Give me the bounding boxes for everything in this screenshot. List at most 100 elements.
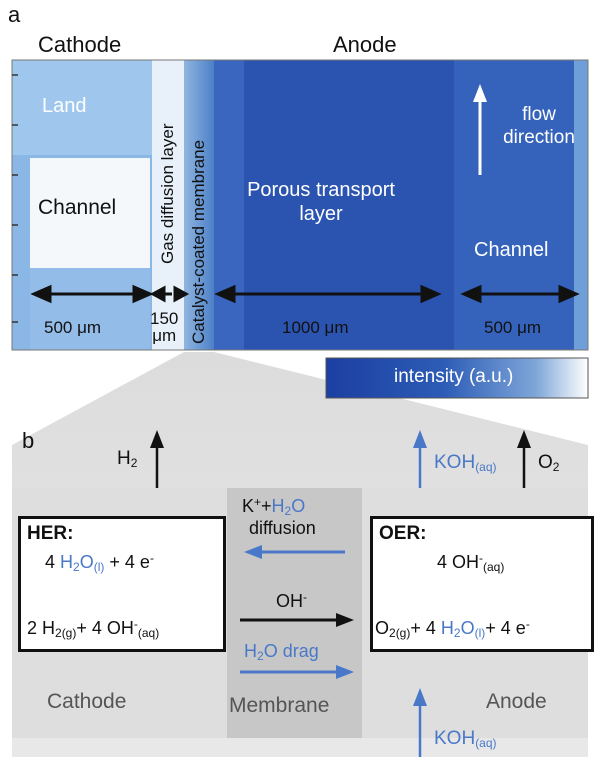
oer-title: OER: bbox=[379, 523, 427, 544]
dim-150-line2: μm bbox=[152, 326, 177, 345]
flow-label-line2: direction bbox=[503, 126, 575, 148]
kplus-sup: + bbox=[254, 495, 262, 509]
oer-l1-sub: (aq) bbox=[483, 560, 505, 574]
her-l2-sub2: (aq) bbox=[137, 626, 160, 640]
her-l1-o: O bbox=[79, 552, 94, 572]
oh-arrow bbox=[240, 613, 354, 627]
kplus-o: O bbox=[291, 496, 306, 516]
oer-l2-a: O bbox=[375, 618, 390, 638]
axis-ticks bbox=[12, 74, 18, 323]
oer-l2-sub1: 2(g) bbox=[389, 626, 411, 640]
membrane-zone bbox=[227, 488, 362, 738]
koh-input-label: KOH(aq) bbox=[434, 728, 497, 750]
cathode-zone-label: Cathode bbox=[47, 690, 127, 713]
her-l1-h: H bbox=[60, 552, 74, 572]
her-l2-sub1: 2(g) bbox=[55, 626, 77, 640]
channel-right-label: Channel bbox=[474, 239, 549, 261]
oer-products: O2(g)+ 4 H2O(l)+ 4 e- bbox=[375, 617, 530, 640]
koh-in-arrow bbox=[413, 688, 427, 757]
cathode-channel bbox=[30, 158, 150, 268]
oh-sup: - bbox=[303, 590, 307, 604]
oer-l2-h: H bbox=[440, 618, 454, 638]
koh-out-sub: (aq) bbox=[475, 460, 497, 474]
land-label: Land bbox=[42, 95, 87, 117]
dim-500-left: 500 μm bbox=[44, 318, 102, 337]
ccm-region bbox=[184, 60, 214, 350]
koh-out-text: KOH bbox=[434, 452, 476, 473]
kplus-plus: + bbox=[261, 496, 272, 516]
ptl-label-line2: layer bbox=[299, 203, 343, 225]
her-reactants: 4 H2O(l) + 4 e- bbox=[45, 551, 154, 574]
ccm-label: Catalyst-coated membrane bbox=[189, 139, 208, 344]
membrane-zone-label: Membrane bbox=[229, 694, 330, 717]
anode-channel bbox=[454, 60, 574, 350]
h2-text: H bbox=[117, 448, 131, 469]
oer-l1-a: 4 OH bbox=[437, 552, 480, 572]
dim-150: 150 μm bbox=[150, 310, 178, 344]
o2-sub: 2 bbox=[552, 460, 560, 474]
drag-sub: 2 bbox=[257, 649, 264, 663]
ptl-label: Porous transport layer bbox=[226, 178, 416, 226]
o2-text: O bbox=[538, 452, 553, 473]
flow-arrow bbox=[473, 84, 487, 175]
oer-l2-water: H2O(l) bbox=[440, 618, 486, 640]
oer-l2-phase: (l) bbox=[474, 626, 486, 640]
drag-arrow bbox=[240, 665, 354, 679]
oer-l2-hsub: 2 bbox=[453, 626, 461, 640]
anode-zone-label: Anode bbox=[486, 690, 547, 713]
koh-output-label: KOH(aq) bbox=[434, 452, 497, 474]
anode-header: Anode bbox=[333, 32, 397, 57]
dim-1000: 1000 μm bbox=[282, 318, 349, 337]
cathode-header: Cathode bbox=[38, 32, 122, 57]
her-title: HER: bbox=[27, 523, 74, 544]
oh-label: OH- bbox=[276, 590, 307, 612]
drag-label: H2O drag bbox=[244, 641, 319, 663]
koh-in-text: KOH bbox=[434, 728, 476, 749]
oer-l2-sup: - bbox=[525, 617, 530, 631]
her-l1-hsub: 2 bbox=[73, 560, 80, 574]
gdl-label: Gas diffusion layer bbox=[158, 123, 177, 264]
kplus-water: H2O bbox=[271, 496, 306, 518]
oh-text: OH bbox=[276, 591, 303, 611]
her-l1-b: + 4 e bbox=[104, 552, 150, 572]
koh-in-sub: (aq) bbox=[475, 736, 497, 750]
h2-sub: 2 bbox=[130, 456, 138, 470]
dim-500-right: 500 μm bbox=[484, 318, 542, 337]
her-l1-water: H2O(l) bbox=[60, 552, 105, 574]
her-products: 2 H2(g)+ 4 OH-(aq) bbox=[27, 617, 159, 640]
her-l2-a: 2 H bbox=[27, 618, 56, 638]
dim-150-line1: 150 bbox=[150, 309, 179, 328]
h2-output-label: H2 bbox=[117, 448, 137, 470]
gdl-region bbox=[152, 60, 184, 350]
her-l1-phase: (l) bbox=[93, 560, 105, 574]
koh-out-arrow bbox=[413, 430, 427, 488]
flow-label-line1: flow bbox=[522, 104, 556, 125]
oer-reactants: 4 OH-(aq) bbox=[437, 551, 504, 574]
panel-b-letter: b bbox=[22, 428, 35, 453]
kplus-k: K bbox=[242, 496, 255, 516]
her-l2-sup: - bbox=[133, 617, 138, 631]
oer-l2-o: O bbox=[460, 618, 475, 638]
kplus-hsub: 2 bbox=[284, 504, 292, 518]
her-l1-sup: - bbox=[149, 551, 154, 565]
o2-arrow bbox=[517, 430, 531, 488]
flow-label: flow direction bbox=[494, 104, 584, 150]
her-l2-b: + 4 OH bbox=[76, 618, 134, 638]
oer-l2-b: + 4 bbox=[410, 618, 441, 638]
h2-arrow bbox=[150, 430, 164, 488]
kplus-h: H bbox=[271, 496, 285, 516]
oer-l2-c: + 4 e bbox=[485, 618, 526, 638]
oer-l1-sup: - bbox=[479, 551, 484, 565]
kplus-label: K++H2O bbox=[242, 495, 305, 518]
her-l1-a: 4 bbox=[45, 552, 61, 572]
diffusion-label: diffusion bbox=[249, 518, 316, 538]
her-box: HER: 4 H2O(l) + 4 e- 2 H2(g)+ 4 OH-(aq) bbox=[18, 516, 226, 652]
colorbar-label: intensity (a.u.) bbox=[394, 366, 514, 387]
dimension-arrows bbox=[30, 284, 580, 304]
ptl-label-line1: Porous transport bbox=[247, 179, 395, 201]
o2-output-label: O2 bbox=[538, 452, 559, 474]
diffusion-arrow bbox=[244, 545, 345, 559]
drag-h: H bbox=[244, 641, 257, 661]
oer-box: OER: 4 OH-(aq) O2(g)+ 4 H2O(l)+ 4 e- bbox=[370, 516, 594, 652]
